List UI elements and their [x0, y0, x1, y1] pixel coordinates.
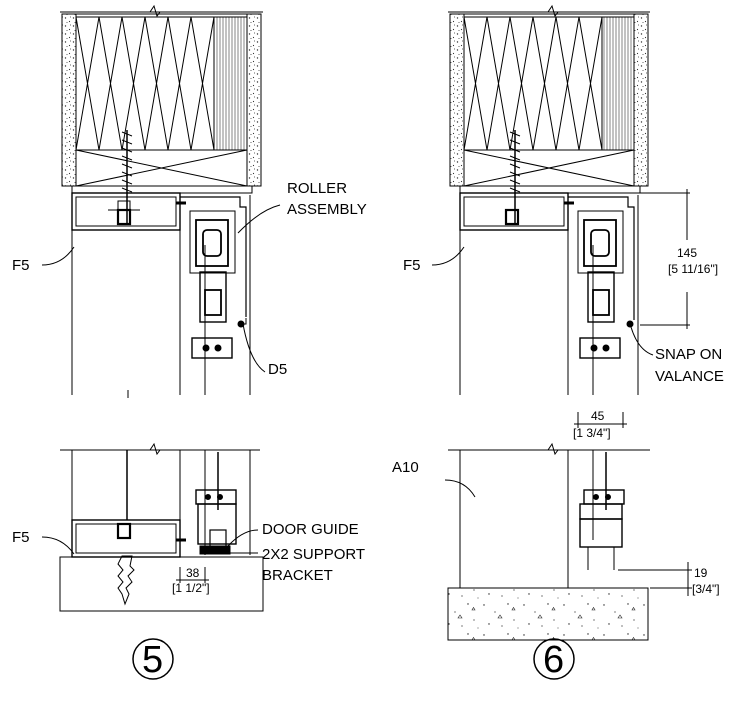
- label-support-line1: 2X2 SUPPORT: [262, 546, 365, 563]
- lower-jamb-5: [60, 442, 260, 606]
- detail-6: [431, 4, 692, 641]
- floor-slab-5: [59, 556, 264, 612]
- label-d5: D5: [268, 361, 287, 378]
- roller-assembly-6: [568, 196, 635, 359]
- dim-45-mm: 45: [591, 409, 605, 423]
- detail-callout-circle-6: [533, 638, 575, 680]
- label-f5-6: F5: [403, 257, 421, 274]
- dim-145-in: [5 11/16"]: [668, 262, 718, 276]
- label-support-line2: BRACKET: [262, 567, 333, 584]
- label-f5-top: F5: [12, 257, 30, 274]
- detail-5: [41, 4, 281, 612]
- dim-145-mm: 145: [677, 246, 697, 260]
- header-f5-6: [459, 192, 574, 231]
- wall-section-top-5: [60, 4, 263, 194]
- label-roller-line1: ROLLER: [287, 180, 347, 197]
- detail-number-6: 6: [543, 639, 564, 681]
- dim-45: [574, 412, 627, 428]
- wall-section-top-6: [448, 4, 650, 194]
- dim-145: [640, 189, 690, 329]
- leader-f5-top: [41, 246, 75, 266]
- lower-jamb-6: [448, 442, 650, 588]
- dim-19: [618, 562, 692, 596]
- leader-door-guide: [227, 529, 259, 547]
- label-f5-bottom: F5: [12, 529, 30, 546]
- leader-d5: [242, 323, 266, 373]
- dim-19-mm: 19: [694, 566, 708, 580]
- label-valance-line2: VALANCE: [655, 368, 724, 385]
- dim-19-in: [3/4"]: [692, 582, 720, 596]
- roller-assembly-5: [180, 196, 247, 359]
- dim-38: [176, 567, 209, 583]
- label-a10: A10: [392, 459, 419, 476]
- leader-roller: [237, 204, 281, 234]
- detail-number-5: 5: [142, 639, 163, 681]
- lag-screw-6: [509, 130, 521, 225]
- leader-a10: [444, 479, 476, 498]
- floor-slab-6: [447, 587, 649, 641]
- label-door-guide: DOOR GUIDE: [262, 521, 359, 538]
- detail-callout-circle-5: [132, 638, 174, 680]
- label-valance-line1: SNAP ON: [655, 346, 722, 363]
- dim-45-in: [1 3/4"]: [573, 426, 611, 440]
- leader-valance: [630, 326, 654, 356]
- leader-f5-bottom: [41, 536, 75, 555]
- dim-38-mm: 38: [186, 566, 200, 580]
- dim-38-in: [1 1/2"]: [172, 581, 210, 595]
- lag-screw-5: [121, 130, 133, 225]
- label-roller-line2: ASSEMBLY: [287, 201, 367, 218]
- leader-f5-6: [431, 246, 465, 266]
- header-f5-5: [71, 192, 186, 231]
